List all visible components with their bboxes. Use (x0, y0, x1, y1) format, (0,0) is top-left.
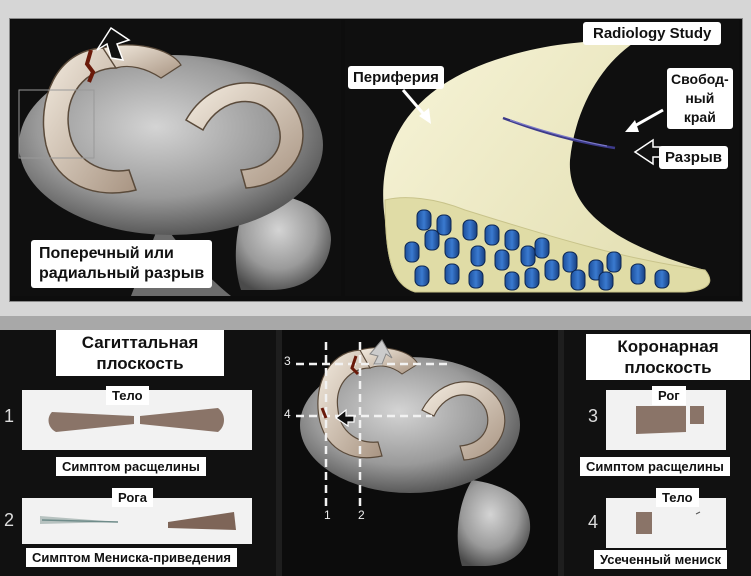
sagittal-title: Сагиттальная плоскость (56, 330, 224, 376)
radiology-study-tag: Radiology Study (583, 22, 722, 45)
free-edge-label: Свобод- ный край (667, 68, 733, 129)
periphery-label: Периферия (348, 66, 444, 89)
band-separator (0, 316, 751, 330)
row3-label: Рог (652, 386, 686, 405)
coronal-panel: Коронарная плоскость 3 Рог Симптом расще… (564, 330, 751, 576)
row3-number: 3 (588, 406, 599, 426)
free-edge-line2: ный (685, 90, 715, 106)
row3-box (606, 390, 726, 450)
knee-axial-panel: Поперечный или радиальный разрыв (11, 20, 341, 296)
row2-number: 2 (4, 510, 15, 530)
marker-2: 2 (358, 508, 365, 522)
meniscus-cross-section-panel: Radiology Study Периферия Свобод- ный кр… (345, 20, 739, 296)
axial-caption-line1: Поперечный или (39, 245, 174, 262)
sagittal-title-line1: Сагиттальная (81, 333, 199, 352)
free-edge-line3: край (683, 109, 716, 125)
row4-number: 4 (588, 512, 599, 532)
axial-caption: Поперечный или радиальный разрыв (31, 240, 213, 288)
row1-label: Тело (106, 386, 149, 405)
row4-wedges (636, 511, 701, 534)
row4-sign: Усеченный мениск (594, 550, 728, 569)
marker-1: 1 (324, 508, 331, 522)
row2-label: Рога (112, 488, 153, 507)
knee-planes-illustration (296, 339, 531, 566)
meniscus-wedge-illustration (383, 41, 711, 293)
coronal-title-line1: Коронарная (617, 337, 719, 356)
free-edge-line1: Свобод- (671, 71, 729, 87)
row4-label: Тело (656, 488, 699, 507)
coronal-title-line2: плоскость (624, 358, 712, 377)
marker-4: 4 (284, 407, 291, 421)
row2-sign: Симптом Мениска-приведения (26, 548, 237, 567)
marker-3: 3 (284, 354, 291, 368)
tear-label: Разрыв (659, 146, 728, 169)
sagittal-title-line2: плоскость (96, 354, 184, 373)
coronal-title: Коронарная плоскость (586, 334, 750, 380)
row3-sign: Симптом расщелины (580, 457, 730, 476)
row2-wedges (40, 512, 236, 530)
row1-number: 1 (4, 406, 15, 426)
row3-wedges (636, 406, 704, 434)
row1-wedges (48, 408, 224, 432)
sagittal-panel: Сагиттальная плоскость 1 Тело Симптом ра… (0, 330, 276, 576)
row1-sign: Симптом расщелины (56, 457, 206, 476)
axial-caption-line2: радиальный разрыв (39, 265, 205, 282)
knee-planes-panel: 3 4 1 2 (282, 330, 558, 576)
